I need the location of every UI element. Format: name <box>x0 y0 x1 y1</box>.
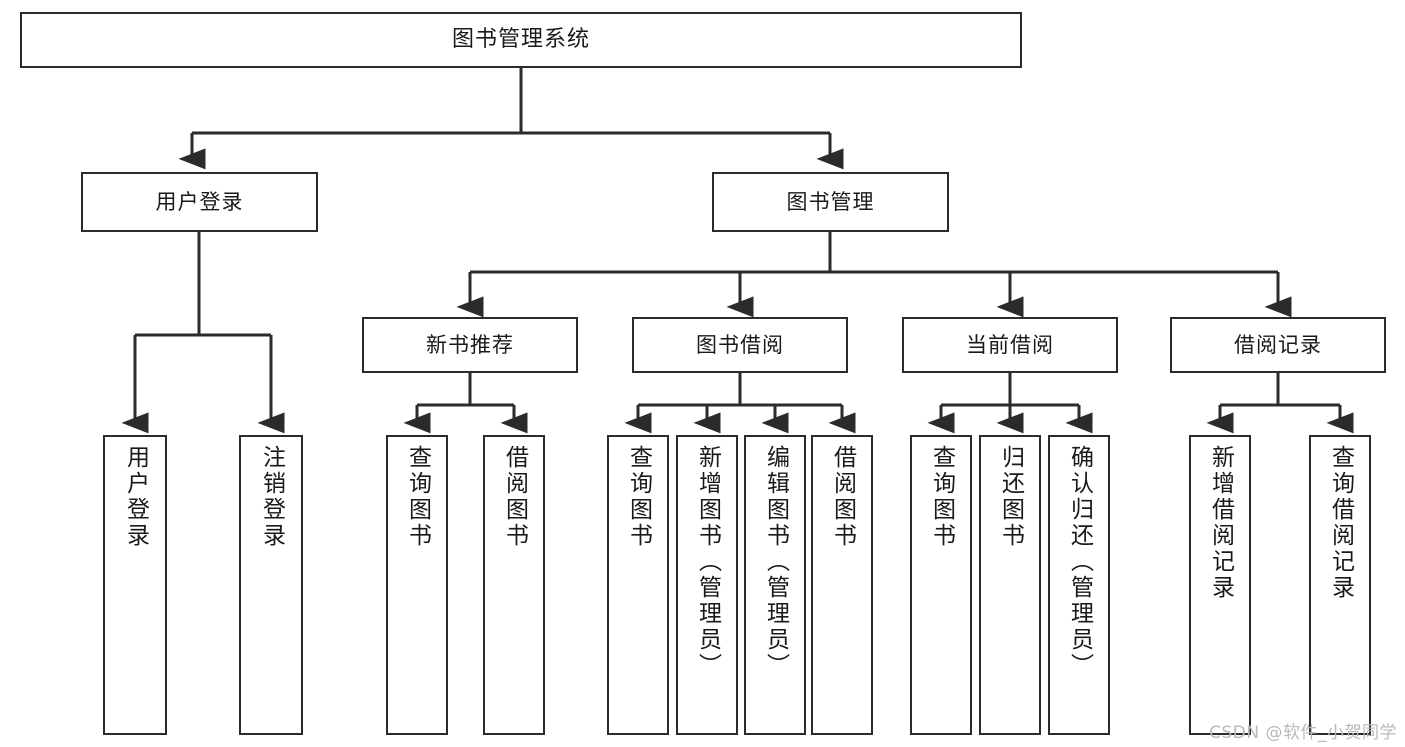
node-leaf-current-borrow-return[interactable]: 归还图书 <box>979 435 1041 735</box>
node-leaf-current-borrow-confirm[interactable]: 确认归还（管理员） <box>1048 435 1110 735</box>
node-label: 归还图书 <box>997 445 1024 549</box>
node-current-borrow[interactable]: 当前借阅 <box>902 317 1118 373</box>
node-root-system[interactable]: 图书管理系统 <box>20 12 1022 68</box>
csdn-watermark: CSDN @软件_小贺同学 <box>1209 723 1397 743</box>
node-label: 编辑图书（管理员） <box>762 445 789 679</box>
node-label: 确认归还（管理员） <box>1066 445 1093 679</box>
node-label: 借阅记录 <box>1234 332 1322 357</box>
node-label: 用户登录 <box>122 445 149 549</box>
node-label: 借阅图书 <box>501 445 528 549</box>
node-new-book-recommend[interactable]: 新书推荐 <box>362 317 578 373</box>
node-leaf-borrow-record-query[interactable]: 查询借阅记录 <box>1309 435 1371 735</box>
node-label: 图书管理系统 <box>451 27 590 52</box>
node-label: 查询图书 <box>928 445 955 549</box>
node-label: 当前借阅 <box>966 332 1054 357</box>
node-label: 查询图书 <box>404 445 431 549</box>
node-leaf-new-book-borrow[interactable]: 借阅图书 <box>483 435 545 735</box>
node-label: 新增图书（管理员） <box>694 445 721 679</box>
node-leaf-book-borrow-borrow[interactable]: 借阅图书 <box>811 435 873 735</box>
node-borrow-record[interactable]: 借阅记录 <box>1170 317 1386 373</box>
node-leaf-borrow-record-add[interactable]: 新增借阅记录 <box>1189 435 1251 735</box>
node-leaf-new-book-query[interactable]: 查询图书 <box>386 435 448 735</box>
node-label: 查询借阅记录 <box>1327 445 1354 601</box>
node-leaf-book-borrow-add[interactable]: 新增图书（管理员） <box>676 435 738 735</box>
node-user-login[interactable]: 用户登录 <box>81 172 318 232</box>
node-leaf-current-borrow-query[interactable]: 查询图书 <box>910 435 972 735</box>
node-label: 借阅图书 <box>829 445 856 549</box>
node-book-borrow[interactable]: 图书借阅 <box>632 317 848 373</box>
node-label: 注销登录 <box>258 445 285 549</box>
node-leaf-book-borrow-query[interactable]: 查询图书 <box>607 435 669 735</box>
node-label: 新书推荐 <box>426 332 514 357</box>
node-leaf-user-login-logout[interactable]: 注销登录 <box>239 435 303 735</box>
node-label: 查询图书 <box>625 445 652 549</box>
node-leaf-user-login-login[interactable]: 用户登录 <box>103 435 167 735</box>
node-leaf-book-borrow-edit[interactable]: 编辑图书（管理员） <box>744 435 806 735</box>
node-label: 用户登录 <box>155 189 244 214</box>
node-label: 图书借阅 <box>696 332 784 357</box>
node-label: 新增借阅记录 <box>1207 445 1234 601</box>
node-book-management[interactable]: 图书管理 <box>712 172 949 232</box>
node-label: 图书管理 <box>786 189 875 214</box>
